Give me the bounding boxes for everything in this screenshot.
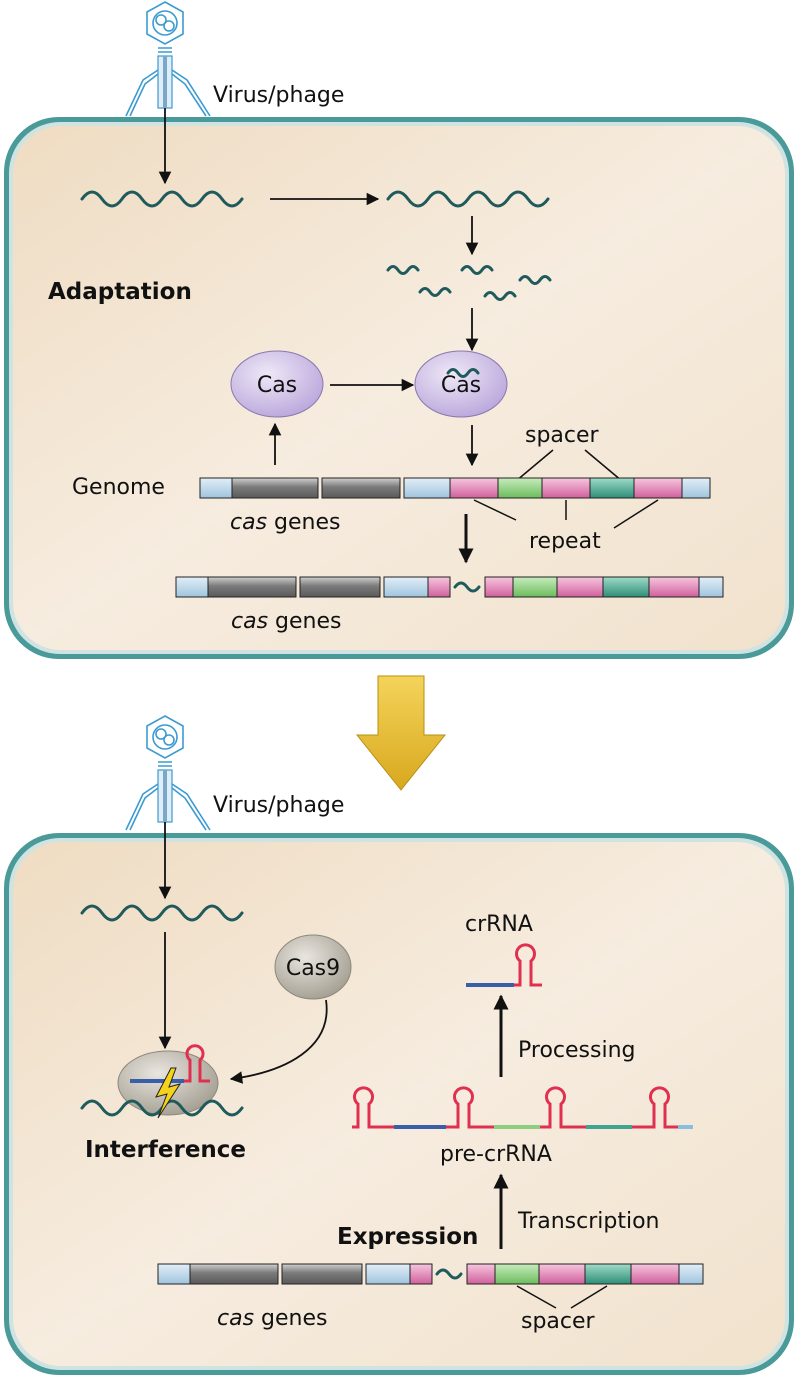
dna-fragments	[386, 265, 552, 301]
processing-label: Processing	[518, 1038, 635, 1063]
repeat-pointers	[473, 499, 659, 529]
arrow-cas9-to-complex	[229, 999, 328, 1084]
spacer-pointers	[515, 449, 623, 482]
lightning-icon	[155, 1067, 182, 1119]
phage-icon	[125, 1, 211, 117]
crrna-label: crRNA	[465, 912, 533, 937]
bottom-cell	[4, 833, 794, 1375]
spacer-label-top: spacer	[525, 423, 600, 448]
phage-icon	[125, 715, 211, 831]
spacer-label-bottom: spacer	[521, 1309, 596, 1334]
svg-text:Cas9: Cas9	[286, 956, 340, 981]
top-cell	[4, 117, 794, 659]
cas-genes-label-2: cas genes	[231, 609, 341, 634]
genome-bar-bottom	[157, 1263, 704, 1285]
svg-text:Cas: Cas	[257, 373, 297, 398]
cas9-protein: Cas9	[274, 934, 352, 1000]
virus-label-bottom: Virus/phage	[213, 793, 344, 818]
cas-genes-label-3: cas genes	[217, 1306, 327, 1331]
spacer-pointers-bottom	[516, 1285, 608, 1309]
cas-protein-right: Cas	[414, 350, 508, 418]
transcription-label: Transcription	[517, 1209, 660, 1234]
phage-dna	[80, 190, 244, 208]
crrna-molecule	[466, 943, 542, 987]
cas-protein-left: Cas	[230, 350, 324, 418]
interference-label: Interference	[85, 1137, 246, 1163]
genome-bar-with-new-spacer	[175, 576, 724, 598]
expression-label: Expression	[337, 1224, 478, 1250]
virus-label-top: Virus/phage	[213, 83, 344, 108]
phage-dna-2	[386, 190, 550, 208]
pre-crrna-label: pre-crRNA	[440, 1142, 552, 1167]
adaptation-label: Adaptation	[48, 279, 192, 305]
big-down-arrow	[355, 675, 447, 791]
genome-bar	[199, 477, 711, 499]
cas-genes-label: cas genes	[230, 510, 340, 535]
phage-dna-3	[80, 904, 244, 922]
pre-crrna-molecule	[352, 1086, 693, 1129]
repeat-label: repeat	[529, 529, 601, 554]
genome-label: Genome	[72, 475, 165, 500]
